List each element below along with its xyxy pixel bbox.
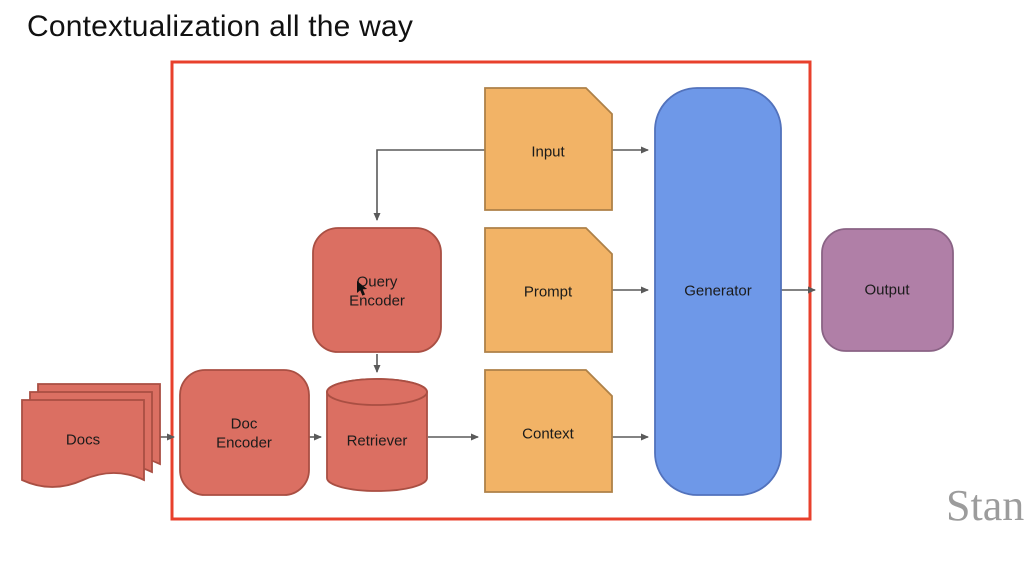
query-encoder-label-line2: Encoder <box>349 293 405 310</box>
prompt-label: Prompt <box>524 284 573 301</box>
stanford-watermark: Stan <box>946 481 1024 530</box>
retriever-label: Retriever <box>347 433 408 450</box>
node-generator: Generator <box>654 87 782 496</box>
node-doc-encoder: Doc Encoder <box>179 369 310 496</box>
node-prompt: Prompt <box>484 227 613 353</box>
output-box <box>821 228 954 352</box>
input-card <box>484 87 613 211</box>
context-label: Context <box>522 426 575 443</box>
docs-page-front <box>21 399 145 488</box>
edge-input-to-query-encoder <box>373 149 485 221</box>
mouse-cursor <box>357 281 368 296</box>
retriever-cylinder-top <box>326 378 428 406</box>
node-docs: Docs <box>21 383 161 488</box>
doc-encoder-label-line2: Encoder <box>216 435 272 452</box>
query-encoder-box <box>312 227 442 353</box>
doc-encoder-box <box>179 369 310 496</box>
node-output: Output <box>821 228 954 352</box>
output-label: Output <box>864 282 910 299</box>
prompt-card <box>484 227 613 353</box>
query-encoder-label-line1: Query <box>357 274 398 291</box>
generator-label: Generator <box>684 283 752 300</box>
context-card <box>484 369 613 493</box>
node-context: Context <box>484 369 613 493</box>
node-retriever: Retriever <box>326 378 428 492</box>
slide-title: Contextualization all the way <box>27 10 414 43</box>
node-query-encoder: Query Encoder <box>312 227 442 353</box>
node-input: Input <box>484 87 613 211</box>
generator-box <box>654 87 782 496</box>
docs-label: Docs <box>66 432 100 449</box>
doc-encoder-label-line1: Doc <box>231 416 258 433</box>
input-label: Input <box>531 144 565 161</box>
